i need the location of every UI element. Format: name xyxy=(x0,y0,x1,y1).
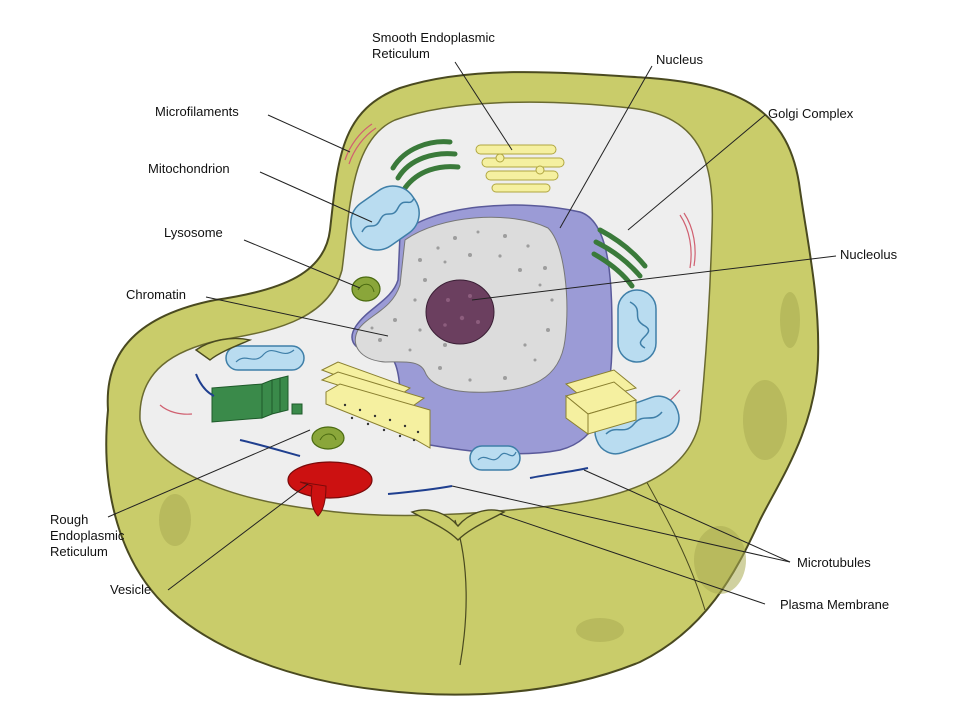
chromatin-texture xyxy=(370,230,554,382)
leader-microtubules-b xyxy=(451,485,791,563)
leader-vesicle xyxy=(167,483,309,591)
mitochondrion-left xyxy=(225,345,305,371)
nucleolus-texture xyxy=(443,294,480,327)
label-microfilaments: Microfilaments xyxy=(155,104,239,119)
label-smooth-er-line2: Reticulum xyxy=(372,46,430,61)
label-nucleolus: Nucleolus xyxy=(840,247,898,262)
leader-lines xyxy=(107,61,837,605)
mitochondrion-right xyxy=(617,289,657,363)
label-microtubules: Microtubules xyxy=(797,555,871,570)
lysosome-lower xyxy=(311,426,345,450)
label-lysosome: Lysosome xyxy=(164,225,223,240)
label-rough-er-line3: Reticulum xyxy=(50,544,108,559)
leader-nucleus xyxy=(559,65,653,229)
leader-lysosome xyxy=(243,239,361,289)
leader-smooth-er xyxy=(454,61,513,151)
leader-golgi xyxy=(627,114,766,231)
mitochondrion-upper-left xyxy=(350,185,420,251)
smooth-er-right-stack xyxy=(564,369,638,435)
vesicle xyxy=(287,461,373,517)
golgi-complex xyxy=(591,227,648,289)
microtubules xyxy=(195,373,589,495)
rough-er-ribosomes xyxy=(343,403,420,442)
rough-er-stack xyxy=(211,375,303,423)
label-rough-er-line1: Rough xyxy=(50,512,89,527)
lysosome-upper xyxy=(351,276,381,302)
leader-nucleolus xyxy=(471,255,837,301)
label-nucleus: Nucleus xyxy=(656,52,703,67)
leader-chromatin xyxy=(205,296,389,337)
leader-plasma-membrane xyxy=(499,513,766,605)
label-vesicle: Vesicle xyxy=(110,582,152,597)
plasma-membrane-fold-left xyxy=(194,337,253,361)
label-mitochondrion: Mitochondrion xyxy=(148,161,230,176)
nucleus xyxy=(351,204,613,455)
nucleolus xyxy=(425,279,495,345)
smooth-er xyxy=(475,144,565,193)
leader-rough-er xyxy=(107,429,311,518)
label-plasma-membrane: Plasma Membrane xyxy=(780,597,890,612)
label-chromatin: Chromatin xyxy=(126,287,186,302)
label-rough-endoplasmic-reticulum: Rough Endoplasmic Reticulum xyxy=(50,512,124,560)
plasma-membrane-fold xyxy=(410,509,506,541)
label-rough-er-line2: Endoplasmic xyxy=(50,528,125,543)
leader-microfilaments xyxy=(267,114,351,153)
leader-microtubules-a xyxy=(583,469,791,563)
label-golgi-complex: Golgi Complex xyxy=(768,106,854,121)
mitochondrion-bottom xyxy=(469,445,521,471)
golgi-complex-top xyxy=(390,139,461,191)
rough-er xyxy=(320,361,431,449)
label-smooth-endoplasmic-reticulum: Smooth Endoplasmic Reticulum xyxy=(372,30,495,62)
label-smooth-er-line1: Smooth Endoplasmic xyxy=(372,30,495,45)
leader-mitochondrion xyxy=(259,171,373,223)
cell-fold-line-2 xyxy=(639,469,706,611)
